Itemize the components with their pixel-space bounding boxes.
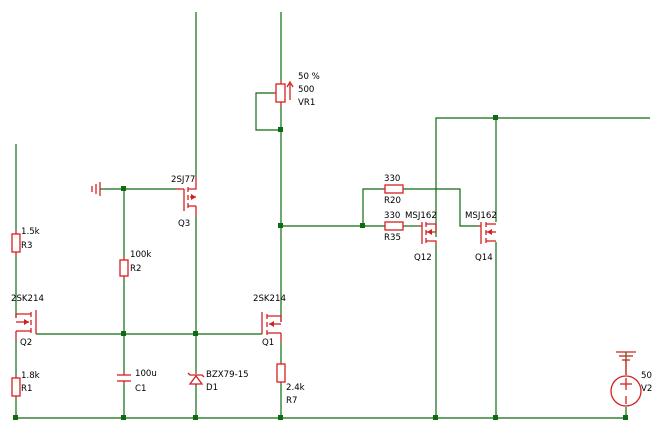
q12-arrow-icon <box>427 229 432 235</box>
r2-ref: R2 <box>130 264 141 274</box>
junction <box>623 415 628 420</box>
r20-value: 330 <box>384 174 400 184</box>
vr1-ref: VR1 <box>298 98 315 108</box>
r35-value: 330 <box>384 211 400 221</box>
wire-r20-q14 <box>403 188 478 227</box>
voltage-source-v2[interactable]: 50 V2 <box>610 351 652 407</box>
junction <box>193 331 198 336</box>
resistor-body <box>11 377 21 397</box>
resistor-body <box>384 184 404 194</box>
junction <box>278 415 283 420</box>
junction <box>493 415 498 420</box>
r1-value: 1.8k <box>21 371 40 381</box>
source-circle <box>610 375 642 407</box>
ground-icon <box>91 182 101 196</box>
resistor-r7[interactable]: 2.4k R7 <box>276 362 305 406</box>
r3-value: 1.5k <box>21 227 40 237</box>
resistor-body <box>384 221 404 231</box>
q14-part: MSJ162 <box>465 211 497 221</box>
transistor-q1[interactable]: 2SK214 Q1 <box>253 294 286 348</box>
transistor-q12[interactable]: MSJ162 Q12 <box>405 211 437 263</box>
wire-to-r20 <box>362 188 383 226</box>
junction <box>121 186 126 191</box>
resistor-r20[interactable]: 330 R20 <box>383 174 404 206</box>
junction <box>193 415 198 420</box>
resistor-r35[interactable]: 330 R35 <box>384 211 404 243</box>
c1-value: 100u <box>135 369 157 379</box>
junctions <box>13 115 628 420</box>
r3-ref: R3 <box>21 241 32 251</box>
r1-ref: R1 <box>21 384 32 394</box>
vr1-setting: 50 % <box>298 72 320 82</box>
resistor-body <box>276 363 286 383</box>
diode-triangle <box>188 374 204 385</box>
resistor-body <box>119 259 129 277</box>
q2-ref: Q2 <box>20 338 32 348</box>
junction <box>278 127 283 132</box>
wire-q12-output <box>435 117 650 237</box>
resistor-r1[interactable]: 1.8k R1 <box>11 371 40 399</box>
diode-bar <box>187 372 205 378</box>
q12-part: MSJ162 <box>405 211 437 221</box>
transistor-q2[interactable]: 2SK214 Q2 <box>11 294 44 348</box>
q1-ref: Q1 <box>262 338 274 348</box>
d1-ref: D1 <box>206 383 218 393</box>
wire-vr1-wiper-loop <box>255 92 281 131</box>
junction <box>13 415 18 420</box>
r35-ref: R35 <box>384 233 401 243</box>
potentiometer-body <box>275 83 286 103</box>
r7-ref: R7 <box>286 396 297 406</box>
wires <box>15 12 650 419</box>
transistor-q14[interactable]: MSJ162 Q14 <box>465 211 497 263</box>
v2-ref: V2 <box>641 384 652 394</box>
q3-part: 2SJ77 <box>171 175 195 185</box>
q1-arrow-icon <box>269 321 274 327</box>
junction <box>278 223 283 228</box>
potentiometer-vr1[interactable]: 50 % 500 VR1 <box>274 72 320 108</box>
resistor-r3[interactable]: 1.5k R3 <box>11 227 40 256</box>
vr1-value: 500 <box>298 85 314 95</box>
q3-arrow-icon <box>191 194 196 200</box>
junction <box>360 223 365 228</box>
resistor-r2[interactable]: 100k R2 <box>119 250 151 279</box>
q12-ref: Q12 <box>414 253 432 263</box>
resistor-body <box>11 233 21 253</box>
transistor-q3[interactable]: 2SJ77 Q3 <box>171 175 197 229</box>
q1-part: 2SK214 <box>253 294 286 304</box>
d1-part: BZX79-15 <box>206 370 249 380</box>
junction <box>121 331 126 336</box>
q3-ref: Q3 <box>178 219 190 229</box>
junction <box>121 415 126 420</box>
v2-value: 50 <box>641 371 652 381</box>
c1-ref: C1 <box>135 384 146 394</box>
zener-diode-d1[interactable]: BZX79-15 D1 <box>187 370 249 393</box>
q2-part: 2SK214 <box>11 294 44 304</box>
junction <box>433 415 438 420</box>
r2-value: 100k <box>130 250 151 260</box>
q14-arrow-icon <box>487 229 492 235</box>
junction <box>493 115 498 120</box>
capacitor-c1[interactable]: 100u C1 <box>117 369 157 394</box>
r7-value: 2.4k <box>286 383 305 393</box>
r20-ref: R20 <box>384 196 401 206</box>
q14-ref: Q14 <box>475 253 493 263</box>
q2-arrow-icon <box>24 319 29 325</box>
